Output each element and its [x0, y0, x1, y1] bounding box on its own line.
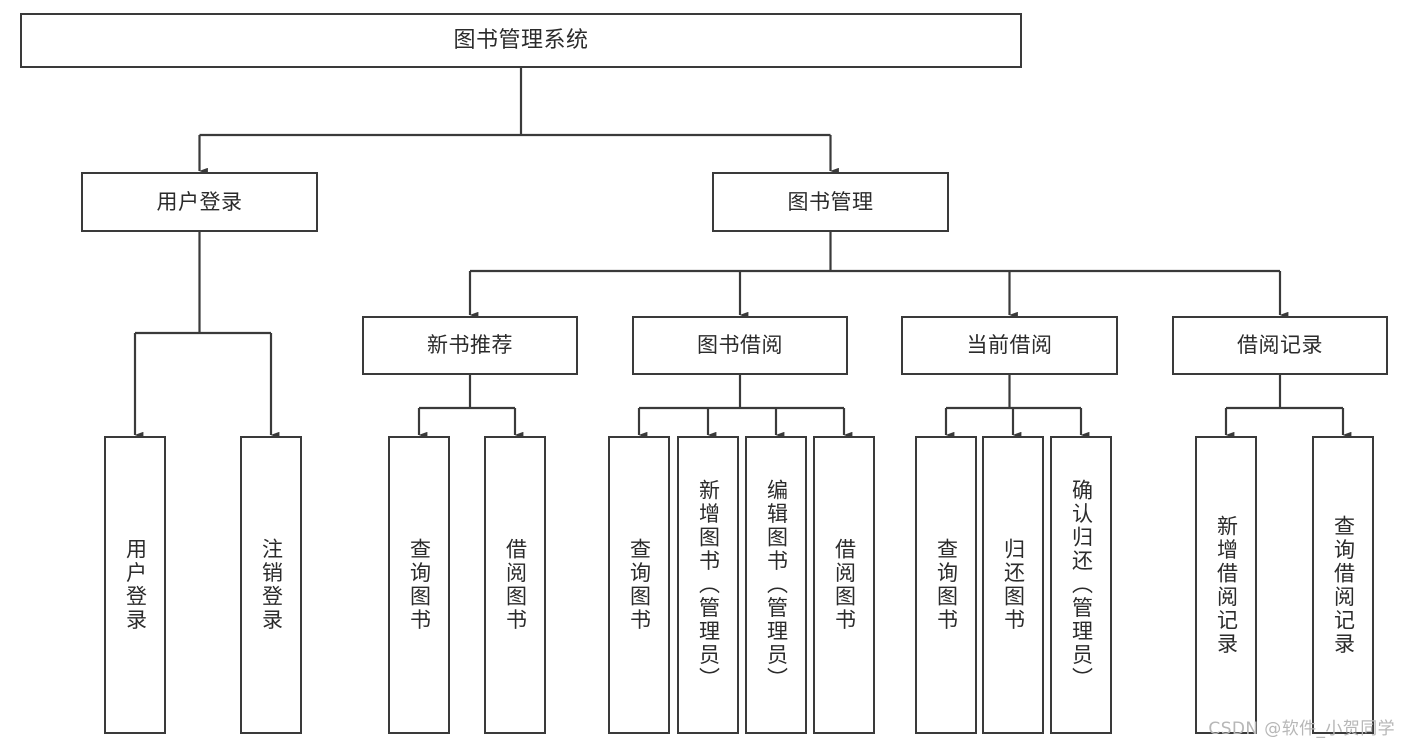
node-label: 查询借阅记录	[1331, 514, 1356, 656]
node-label: 注销登录	[259, 538, 284, 632]
node-label: 新增借阅记录	[1214, 514, 1239, 656]
node-book-manage[interactable]: 图书管理	[712, 172, 949, 232]
node-label: 图书借阅	[697, 333, 783, 358]
node-leaf-query-record[interactable]: 查询借阅记录	[1312, 436, 1374, 734]
node-leaf-query-book-3[interactable]: 查询图书	[915, 436, 977, 734]
node-leaf-borrow-book-2[interactable]: 借阅图书	[813, 436, 875, 734]
node-leaf-query-book-2[interactable]: 查询图书	[608, 436, 670, 734]
node-root[interactable]: 图书管理系统	[20, 13, 1022, 68]
node-label: 查询图书	[407, 538, 432, 632]
node-label: 确认归还（管理员）	[1069, 479, 1094, 691]
node-leaf-borrow-book-1[interactable]: 借阅图书	[484, 436, 546, 734]
node-label: 新增图书（管理员）	[696, 479, 721, 691]
node-label: 借阅图书	[503, 538, 528, 632]
node-label: 图书管理系统	[453, 27, 589, 53]
node-label: 新书推荐	[427, 333, 513, 358]
node-leaf-return-book[interactable]: 归还图书	[982, 436, 1044, 734]
node-new-book-rec[interactable]: 新书推荐	[362, 316, 578, 375]
node-leaf-query-book-1[interactable]: 查询图书	[388, 436, 450, 734]
node-current-borrow[interactable]: 当前借阅	[901, 316, 1118, 375]
node-label: 借阅记录	[1237, 333, 1323, 358]
node-label: 用户登录	[123, 538, 148, 632]
node-label: 图书管理	[787, 189, 874, 214]
node-leaf-add-book[interactable]: 新增图书（管理员）	[677, 436, 739, 734]
node-label: 编辑图书（管理员）	[764, 479, 789, 691]
node-leaf-confirm-ret[interactable]: 确认归还（管理员）	[1050, 436, 1112, 734]
node-book-borrow[interactable]: 图书借阅	[632, 316, 848, 375]
node-label: 当前借阅	[966, 333, 1053, 358]
node-label: 查询图书	[934, 538, 959, 632]
node-leaf-user-logout[interactable]: 注销登录	[240, 436, 302, 734]
node-leaf-edit-book[interactable]: 编辑图书（管理员）	[745, 436, 807, 734]
node-label: 归还图书	[1001, 538, 1026, 632]
node-leaf-add-record[interactable]: 新增借阅记录	[1195, 436, 1257, 734]
node-leaf-user-login[interactable]: 用户登录	[104, 436, 166, 734]
node-label: 查询图书	[627, 538, 652, 632]
node-label: 借阅图书	[832, 538, 857, 632]
node-label: 用户登录	[156, 189, 243, 214]
node-user-login[interactable]: 用户登录	[81, 172, 318, 232]
node-borrow-record[interactable]: 借阅记录	[1172, 316, 1388, 375]
